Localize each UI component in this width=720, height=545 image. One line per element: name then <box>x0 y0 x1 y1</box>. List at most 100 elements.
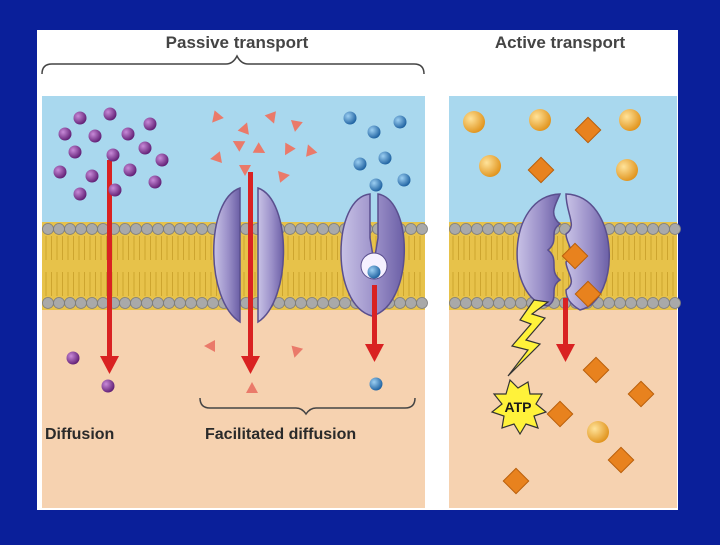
lipid-head <box>328 297 340 309</box>
lipid-head <box>86 297 98 309</box>
lipid-head <box>53 297 65 309</box>
lipid-head <box>416 223 428 235</box>
lipid-head <box>658 223 670 235</box>
lipid-head <box>339 297 351 309</box>
lipid-head <box>614 223 626 235</box>
arrows <box>100 160 575 374</box>
purple-solute <box>101 379 115 393</box>
lipid-head <box>471 297 483 309</box>
lipid-head <box>504 297 516 309</box>
pump-protein-left <box>516 193 562 307</box>
passive-bracket <box>41 54 425 75</box>
lipid-head <box>482 223 494 235</box>
lipid-head <box>207 297 219 309</box>
lipid-head <box>658 297 670 309</box>
lipid-head <box>163 297 175 309</box>
lipid-head <box>636 223 648 235</box>
lipid-head <box>317 223 329 235</box>
lipid-head <box>504 223 516 235</box>
blue-solute <box>369 178 383 192</box>
purple-solute <box>148 175 162 189</box>
lipid-head <box>482 297 494 309</box>
salmon-solute <box>232 141 246 152</box>
orange-diamond-solute <box>527 156 555 184</box>
purple-solute <box>123 163 137 177</box>
lipid-head <box>328 223 340 235</box>
lipid-head <box>119 223 131 235</box>
salmon-solute <box>237 122 249 135</box>
purple-solute <box>143 117 157 131</box>
blue-solute <box>367 265 381 279</box>
lipid-head <box>317 297 329 309</box>
diffusion-arrow <box>107 160 112 360</box>
lipid-head <box>141 297 153 309</box>
lipid-head <box>130 223 142 235</box>
orange-diamond-solute <box>627 380 655 408</box>
salmon-solute <box>252 142 266 153</box>
lipid-head <box>460 223 472 235</box>
orange-ball-solute <box>587 421 609 443</box>
lipid-head <box>152 297 164 309</box>
salmon-solute <box>204 340 215 352</box>
lipid-head <box>416 297 428 309</box>
purple-solute <box>68 145 82 159</box>
orange-ball-solute <box>616 159 638 181</box>
lipid-head <box>515 297 527 309</box>
atp-label: ATP <box>505 399 532 415</box>
blue-solute <box>353 157 367 171</box>
active-transport-heading: Active transport <box>495 33 626 52</box>
purple-solute <box>106 148 120 162</box>
orange-ball-solute <box>529 109 551 131</box>
blue-solute <box>397 173 411 187</box>
channel-protein <box>213 186 285 324</box>
diffusion-arrow-head <box>100 356 119 374</box>
salmon-solute <box>290 120 303 132</box>
lipid-head <box>284 223 296 235</box>
lipid-head <box>284 297 296 309</box>
lipid-head <box>163 223 175 235</box>
purple-solute <box>73 111 87 125</box>
lipid-head <box>647 223 659 235</box>
lipid-head <box>119 297 131 309</box>
purple-solute <box>121 127 135 141</box>
lipid-head <box>449 297 461 309</box>
lipid-head <box>647 297 659 309</box>
lipid-head <box>64 223 76 235</box>
blue-solute <box>393 115 407 129</box>
orange-diamond-solute <box>502 467 530 495</box>
salmon-solute <box>278 170 290 183</box>
orange-diamond-solute <box>582 356 610 384</box>
channel-protein-right-half <box>257 186 285 324</box>
lipid-head <box>174 297 186 309</box>
orange-diamond-solute <box>574 280 602 308</box>
lipid-head <box>97 297 109 309</box>
lipid-head <box>152 223 164 235</box>
lipid-head <box>625 223 637 235</box>
purple-solute <box>155 153 169 167</box>
pump-protein-right <box>565 193 610 311</box>
energy-bolt-icon <box>507 299 550 377</box>
orange-diamond-solute <box>574 116 602 144</box>
channel-arrow <box>248 172 253 360</box>
lipid-head <box>471 223 483 235</box>
intracellular-region-passive <box>42 310 425 508</box>
facilitated-diffusion-label: Facilitated diffusion <box>205 426 356 443</box>
diffusion-label: Diffusion <box>45 426 114 443</box>
lipid-head <box>75 223 87 235</box>
lipid-head <box>460 297 472 309</box>
lipid-head <box>141 223 153 235</box>
pump-arrow <box>563 298 568 346</box>
orange-diamond-solute <box>546 400 574 428</box>
lipid-head <box>42 223 54 235</box>
pump-protein <box>516 193 610 311</box>
lipid-head <box>75 297 87 309</box>
lipid-head <box>42 297 54 309</box>
salmon-solute <box>285 142 296 156</box>
channel-arrow-head <box>241 356 260 374</box>
carrier-arrow <box>372 285 377 347</box>
purple-solute <box>88 129 102 143</box>
lipid-head <box>405 297 417 309</box>
lipid-head <box>669 297 681 309</box>
orange-diamond-solute <box>607 446 635 474</box>
